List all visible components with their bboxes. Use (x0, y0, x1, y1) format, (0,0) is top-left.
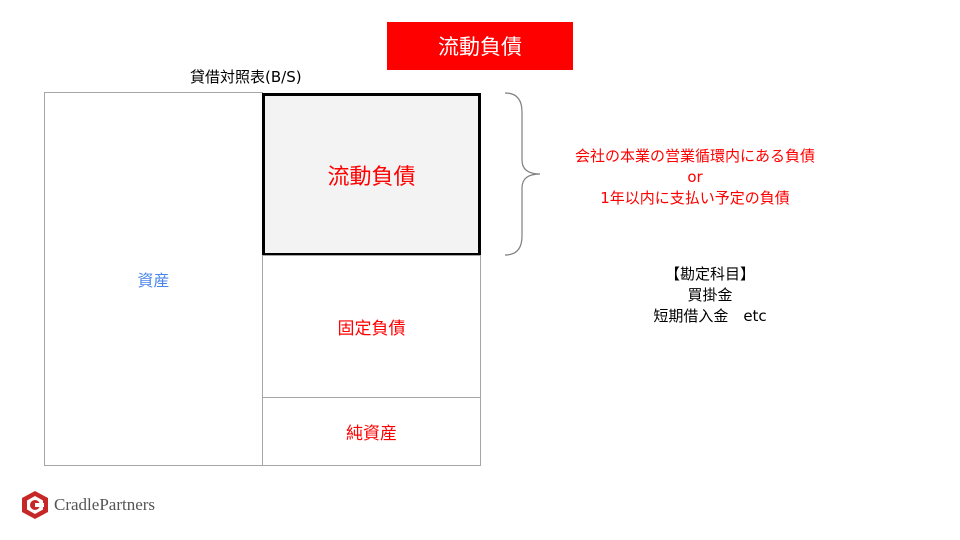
fixed-liabilities-box: 固定負債 (262, 255, 481, 398)
description-line-1: 会社の本業の営業循環内にある負債 (574, 147, 815, 165)
accounts-list: 【勘定科目】 買掛金 短期借入金 etc (630, 264, 790, 327)
company-logo: CradlePartners (20, 490, 155, 520)
assets-box: 資産 (44, 92, 263, 466)
assets-label: 資産 (137, 271, 170, 290)
logo-text: CradlePartners (54, 495, 156, 514)
fixed-liabilities-label: 固定負債 (337, 319, 406, 339)
account-item: 買掛金 (687, 286, 733, 304)
net-assets-label: 純資産 (346, 424, 397, 444)
description-line-2: or (687, 168, 703, 186)
title-banner: 流動負債 (387, 22, 573, 70)
description: 会社の本業の営業循環内にある負債 or 1年以内に支払い予定の負債 (560, 146, 830, 209)
title-text: 流動負債 (438, 35, 522, 59)
net-assets-box: 純資産 (262, 397, 481, 466)
current-liabilities-label: 流動負債 (327, 164, 416, 190)
curly-brace (504, 92, 541, 256)
balance-sheet-caption: 貸借対照表(B/S) (190, 68, 302, 86)
current-liabilities-box: 流動負債 (262, 93, 481, 256)
account-item: 短期借入金 etc (653, 307, 767, 325)
accounts-heading: 【勘定科目】 (664, 265, 755, 283)
logo-mark-icon (22, 491, 48, 519)
description-line-3: 1年以内に支払い予定の負債 (600, 189, 790, 207)
